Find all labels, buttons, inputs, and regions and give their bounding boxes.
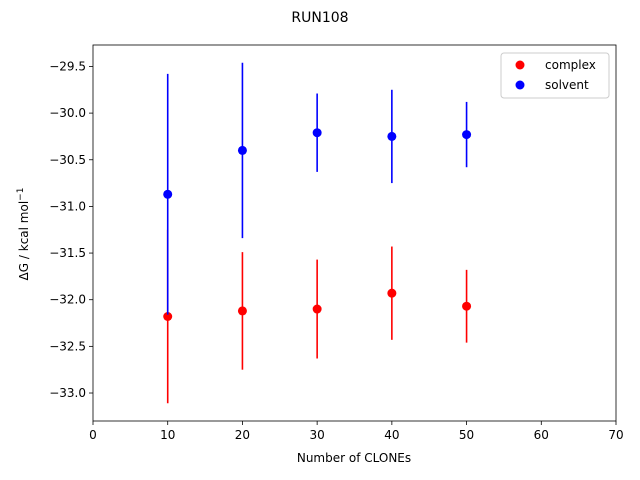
solvent-point bbox=[462, 130, 472, 140]
x-tick-label: 40 bbox=[384, 428, 399, 442]
y-axis-label-main: ΔG / kcal mol bbox=[17, 201, 31, 281]
x-axis-label: Number of CLONEs bbox=[297, 451, 411, 465]
x-tick-label: 10 bbox=[160, 428, 175, 442]
complex-point bbox=[462, 301, 472, 311]
solvent-point bbox=[237, 145, 247, 155]
solvent-point bbox=[387, 131, 397, 141]
complex-point bbox=[163, 312, 173, 322]
y-tick-label: −31.0 bbox=[49, 199, 86, 213]
x-tick-label: 0 bbox=[89, 428, 97, 442]
complex-point bbox=[312, 304, 322, 314]
solvent-point bbox=[163, 189, 173, 199]
legend-marker-solvent bbox=[515, 80, 525, 90]
y-tick-label: −30.0 bbox=[49, 106, 86, 120]
x-tick-label: 30 bbox=[310, 428, 325, 442]
x-tick-label: 70 bbox=[608, 428, 623, 442]
legend-label-complex: complex bbox=[545, 58, 596, 72]
complex-point bbox=[387, 288, 397, 298]
complex-point bbox=[237, 306, 247, 316]
legend-label-solvent: solvent bbox=[545, 78, 589, 92]
x-tick-label: 50 bbox=[459, 428, 474, 442]
chart-title: RUN108 bbox=[291, 10, 348, 26]
y-axis-label-superscript: −1 bbox=[16, 188, 26, 201]
y-tick-label: −30.5 bbox=[49, 153, 86, 167]
x-tick-label: 20 bbox=[235, 428, 250, 442]
legend-box bbox=[500, 52, 610, 99]
axes-frame bbox=[92, 44, 617, 422]
solvent-point bbox=[312, 128, 322, 138]
plot-area: 0 10 20 30 40 50 60 70 −33.0 −32.5 −32.0 −31.5 −31.0… bbox=[49, 44, 624, 442]
y-tick-label: −31.5 bbox=[49, 246, 86, 260]
y-tick-label: −29.5 bbox=[49, 59, 86, 73]
legend-marker-complex bbox=[515, 60, 525, 70]
y-tick-label: −32.0 bbox=[49, 293, 86, 307]
legend: complex solvent bbox=[500, 52, 610, 99]
y-tick-label: −32.5 bbox=[49, 339, 86, 353]
y-axis-label: ΔG / kcal mol−1 bbox=[16, 188, 31, 281]
x-tick-label: 60 bbox=[534, 428, 549, 442]
y-tick-label: −33.0 bbox=[49, 386, 86, 400]
